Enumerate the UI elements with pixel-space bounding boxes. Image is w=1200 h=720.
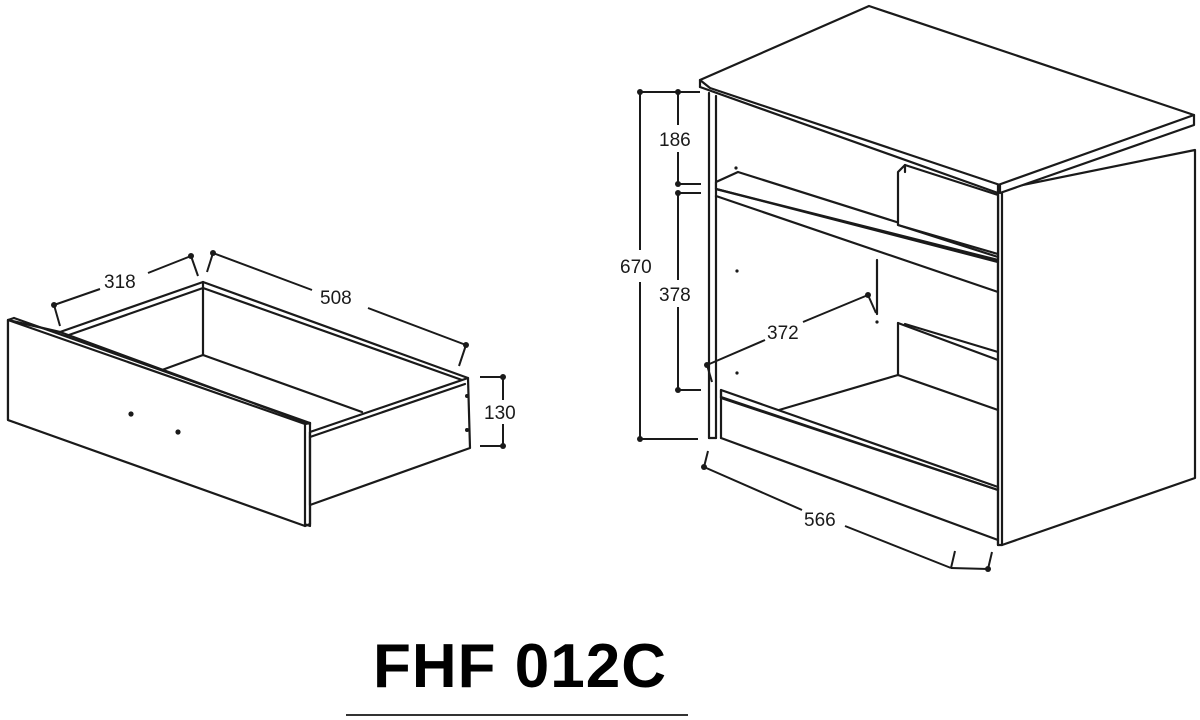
drawer-illustration (6, 280, 472, 528)
dim-label-372: 372 (767, 323, 799, 344)
dim-label-186: 186 (659, 130, 691, 151)
dimension-drawer-height: 130 (480, 374, 516, 449)
dim-label-378: 378 (659, 285, 691, 306)
dimension-cabinet-total-height: 670 (620, 89, 700, 442)
dim-label-566: 566 (804, 510, 836, 531)
dimension-cabinet-open-section: 378 (659, 190, 701, 393)
dimension-drawer-depth: 318 (51, 253, 199, 327)
dim-label-130: 130 (484, 403, 516, 424)
model-code-title: FHF 012C (373, 632, 667, 701)
dimension-cabinet-width: 566 (701, 450, 993, 572)
dim-label-318: 318 (104, 272, 136, 293)
dim-label-670: 670 (620, 257, 652, 278)
cabinet-illustration (698, 4, 1197, 547)
handle-hole-icon (175, 429, 181, 435)
dimension-cabinet-inner-depth: 372 (704, 292, 877, 383)
handle-hole-icon (128, 411, 134, 417)
dim-label-508: 508 (320, 288, 352, 309)
title-underline (346, 714, 688, 716)
dimension-cabinet-drawer-section: 186 (659, 89, 701, 187)
dimension-drawer-width: 508 (206, 250, 469, 367)
